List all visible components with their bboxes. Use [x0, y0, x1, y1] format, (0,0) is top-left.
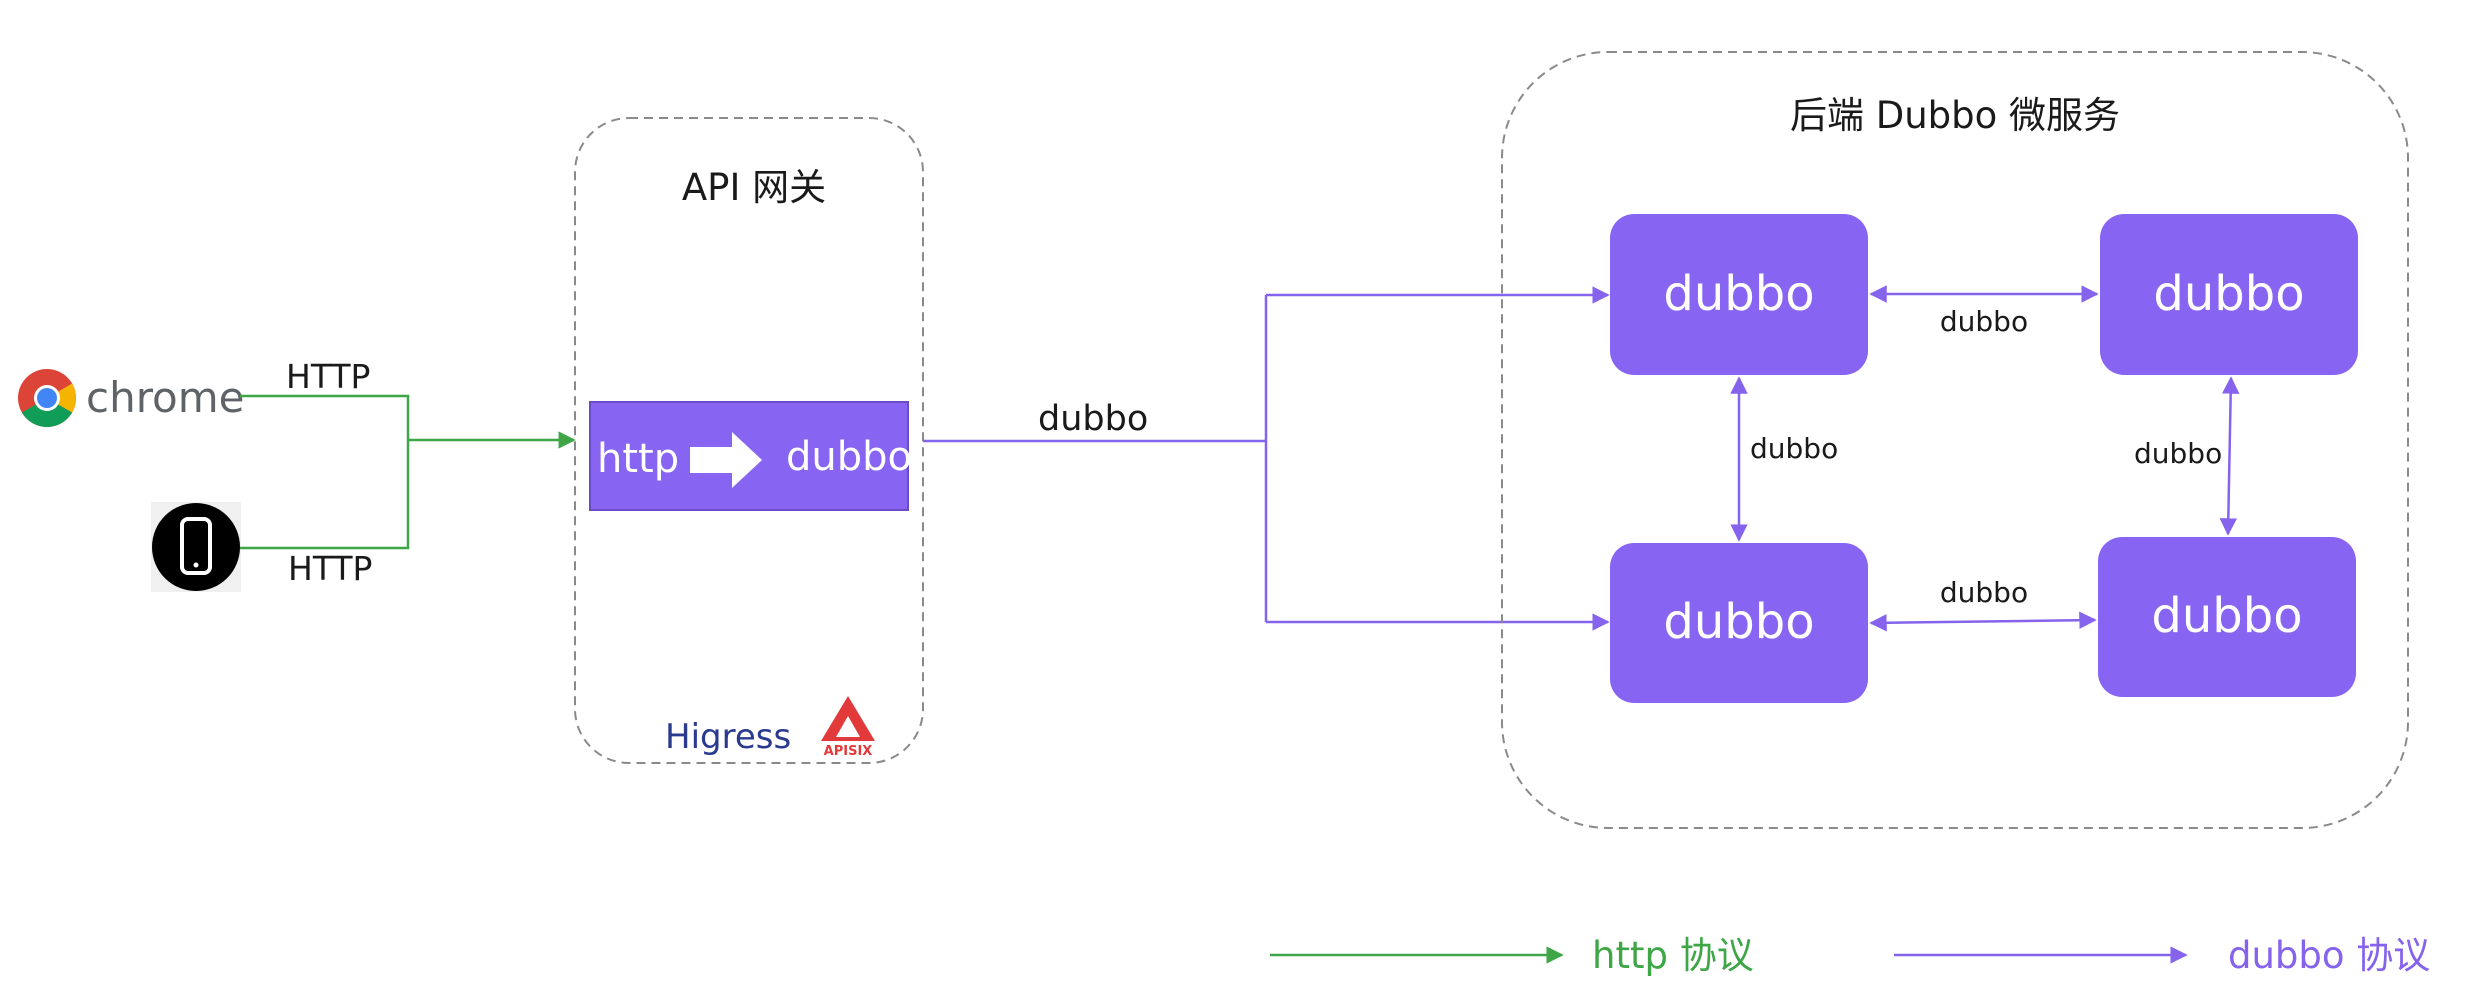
legend: http 协议 dubbo 协议	[1270, 934, 2430, 977]
http-label-bottom: HTTP	[288, 549, 372, 588]
gateway-title: API 网关	[682, 166, 826, 209]
service-node-label: dubbo	[2153, 266, 2304, 322]
backend-container: 后端 Dubbo 微服务 dubbo dubbo dubbo dubbo dub…	[1501, 51, 2409, 829]
service-edges	[1730, 285, 2240, 632]
apisix-logo-text: APISIX	[824, 744, 873, 759]
higress-logo-text: Higress	[665, 717, 791, 757]
legend-http-label: http 协议	[1592, 934, 1754, 977]
gateway-to-backend-connectors	[923, 286, 1610, 631]
api-gateway-container: API 网关 http dubbo Higress APISIX	[574, 117, 924, 764]
service-node-label: dubbo	[2151, 588, 2302, 644]
arrow-right-icon	[690, 432, 762, 488]
service-node-label: dubbo	[1663, 266, 1814, 322]
converter-to-label: dubbo	[786, 434, 912, 480]
service-node: dubbo	[2100, 214, 2358, 375]
service-node: dubbo	[1610, 543, 1868, 703]
mobile-client	[151, 502, 241, 592]
legend-dubbo: dubbo 协议	[1894, 934, 2430, 977]
service-node-label: dubbo	[1663, 594, 1814, 650]
apisix-logo: APISIX	[821, 696, 875, 759]
mobile-phone-icon	[152, 503, 240, 591]
http-connectors	[240, 394, 576, 550]
service-node: dubbo	[2098, 537, 2356, 697]
edge-label: dubbo	[1940, 576, 2028, 609]
edge-label: dubbo	[2134, 437, 2222, 470]
legend-http: http 协议	[1270, 934, 1754, 977]
legend-dubbo-label: dubbo 协议	[2228, 934, 2430, 977]
backend-title: 后端 Dubbo 微服务	[1790, 94, 2120, 137]
service-node: dubbo	[1610, 214, 1868, 375]
converter-from-label: http	[597, 436, 679, 482]
edge-label: dubbo	[1940, 305, 2028, 338]
edge-label: dubbo	[1750, 432, 1838, 465]
chrome-label: chrome	[86, 373, 245, 422]
protocol-converter: http dubbo	[589, 401, 912, 511]
higress-logo: Higress	[665, 717, 791, 757]
chrome-icon	[18, 369, 76, 427]
gateway-link-label: dubbo	[1038, 399, 1148, 439]
chrome-client: chrome	[18, 369, 245, 427]
http-label-top: HTTP	[286, 357, 370, 396]
